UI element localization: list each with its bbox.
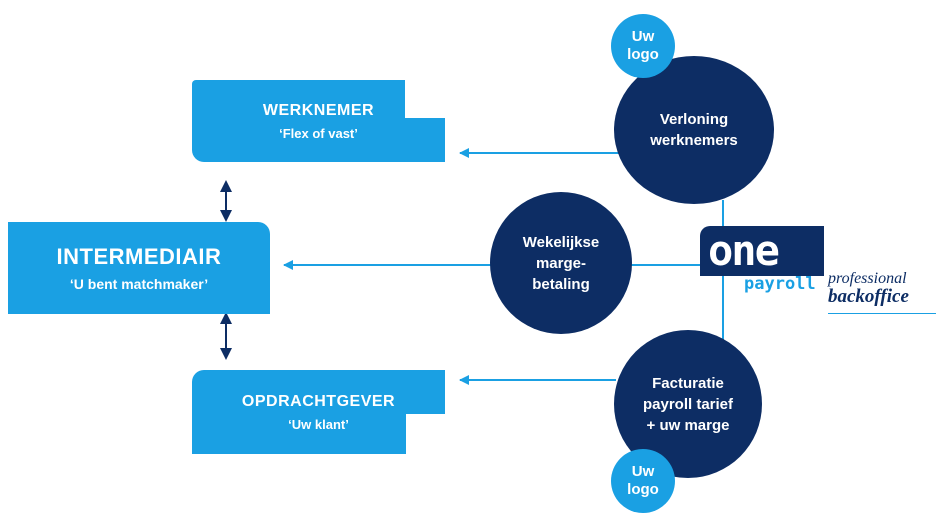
brand-tagline: professional backoffice [828,270,909,306]
werknemer-box: WERKNEMER ‘Flex of vast’ [192,80,445,162]
uw-logo-label-bottom: Uw logo [627,463,659,498]
wekelijkse-circle: Wekelijkse marge- betaling [490,192,632,334]
werknemer-title: WERKNEMER [262,101,375,119]
uw-logo-label-top: Uw logo [627,28,659,63]
intermediair-subtitle: ‘U bent matchmaker’ [69,276,209,292]
one-payroll-logo: one payroll [700,226,824,298]
one-logo-word: one [708,226,780,275]
wekelijkse-label: Wekelijkse marge- betaling [522,233,600,293]
payroll-logo-word: payroll [744,274,816,294]
uw-logo-badge-top: Uw logo [611,14,675,78]
werknemer-subtitle: ‘Flex of vast’ [279,125,358,141]
verloning-label: Verloning werknemers [650,111,738,149]
opdrachtgever-title: OPDRACHTGEVER [241,392,396,410]
intermediair-title: INTERMEDIAIR [56,244,222,269]
tagline-underline [828,313,936,314]
intermediair-box: INTERMEDIAIR ‘U bent matchmaker’ [8,222,270,314]
tagline-line1: professional [828,270,907,287]
tagline-line2: backoffice [828,286,909,307]
uw-logo-badge-bottom: Uw logo [611,449,675,513]
opdrachtgever-subtitle: ‘Uw klant’ [288,416,349,432]
facturatie-label: Facturatie payroll tarief + uw marge [642,374,734,434]
one-logo-mark: one [700,226,824,276]
verloning-circle: Verloning werknemers [614,56,774,204]
opdrachtgever-box: OPDRACHTGEVER ‘Uw klant’ [192,370,445,454]
